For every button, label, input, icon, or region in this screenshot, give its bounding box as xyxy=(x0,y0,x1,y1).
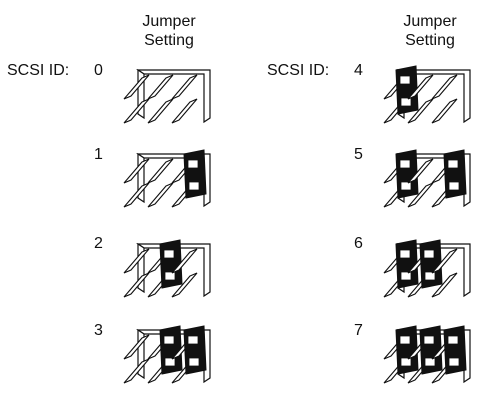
jumper-block-4 xyxy=(383,65,471,124)
id-number-2: 2 xyxy=(94,235,103,252)
shunt-opening xyxy=(447,159,459,169)
jumper-block-5 xyxy=(383,149,471,208)
jumper-shunt xyxy=(419,239,443,289)
shunt-opening xyxy=(400,271,412,281)
shunt-opening xyxy=(399,159,411,169)
jumper-shunt xyxy=(395,149,419,199)
pin xyxy=(431,272,458,298)
jumper-shunt xyxy=(419,325,443,375)
scsi-id-prefix-right: SCSI ID: xyxy=(267,62,330,79)
pin xyxy=(407,158,434,184)
id-number-7: 7 xyxy=(354,322,363,339)
pin xyxy=(147,158,174,184)
shunt-opening xyxy=(400,357,412,367)
id-number-5: 5 xyxy=(354,146,363,163)
jumper-block-0 xyxy=(123,68,211,124)
pin xyxy=(407,182,434,208)
pin xyxy=(123,158,150,184)
pin xyxy=(407,74,434,100)
shunt-opening xyxy=(447,335,459,345)
shunt-opening xyxy=(448,357,460,367)
shunt-opening xyxy=(400,181,412,191)
id-number-3: 3 xyxy=(94,322,103,339)
pin xyxy=(123,74,150,100)
shunt-opening xyxy=(424,271,436,281)
pin xyxy=(147,74,174,100)
jumper-shunt xyxy=(183,149,207,199)
pin xyxy=(123,248,150,274)
pin xyxy=(431,98,458,124)
jumper-block-1 xyxy=(123,149,211,208)
pin xyxy=(123,272,150,298)
jumper-shunt xyxy=(395,65,419,115)
shunt-opening xyxy=(399,335,411,345)
id-number-4: 4 xyxy=(354,62,363,79)
jumper-shunt xyxy=(443,149,467,199)
pin xyxy=(123,358,150,384)
jumper-shunt xyxy=(159,325,183,375)
pin xyxy=(123,334,150,360)
shunt-opening xyxy=(164,271,176,281)
jumper-block-6 xyxy=(383,239,471,298)
jumper-block-3 xyxy=(123,325,211,384)
jumper-block-7 xyxy=(383,325,471,384)
shunt-opening xyxy=(188,181,200,191)
header-right-line2: Setting xyxy=(405,32,455,49)
pin xyxy=(171,248,198,274)
header-left-line1: Jumper xyxy=(142,13,196,30)
shunt-opening xyxy=(423,249,435,259)
shunt-opening xyxy=(187,335,199,345)
shunt-opening xyxy=(424,357,436,367)
shunt-opening xyxy=(164,357,176,367)
scsi-id-prefix-left: SCSI ID: xyxy=(7,62,70,79)
pin xyxy=(171,98,198,124)
pin xyxy=(407,98,434,124)
id-number-1: 1 xyxy=(94,146,103,163)
shunt-opening xyxy=(399,249,411,259)
header-right: Jumper Setting xyxy=(395,12,465,50)
shunt-opening xyxy=(448,181,460,191)
jumper-shunt xyxy=(443,325,467,375)
shunt-opening xyxy=(423,335,435,345)
id-number-6: 6 xyxy=(354,235,363,252)
jumper-block-2 xyxy=(123,239,211,298)
jumper-shunt xyxy=(395,239,419,289)
shunt-opening xyxy=(187,159,199,169)
pin xyxy=(123,182,150,208)
header-left-line2: Setting xyxy=(144,32,194,49)
shunt-opening xyxy=(399,75,411,85)
id-number-0: 0 xyxy=(94,62,103,79)
shunt-opening xyxy=(163,249,175,259)
shunt-opening xyxy=(188,357,200,367)
jumper-shunt xyxy=(183,325,207,375)
header-left: Jumper Setting xyxy=(134,12,204,50)
pin xyxy=(171,74,198,100)
pin xyxy=(171,272,198,298)
shunt-opening xyxy=(163,335,175,345)
pin xyxy=(431,74,458,100)
jumper-shunt xyxy=(395,325,419,375)
header-right-line1: Jumper xyxy=(403,13,457,30)
shunt-opening xyxy=(400,97,412,107)
jumper-shunt xyxy=(159,239,183,289)
pin xyxy=(147,98,174,124)
pin xyxy=(431,248,458,274)
pin xyxy=(123,98,150,124)
pin xyxy=(147,182,174,208)
